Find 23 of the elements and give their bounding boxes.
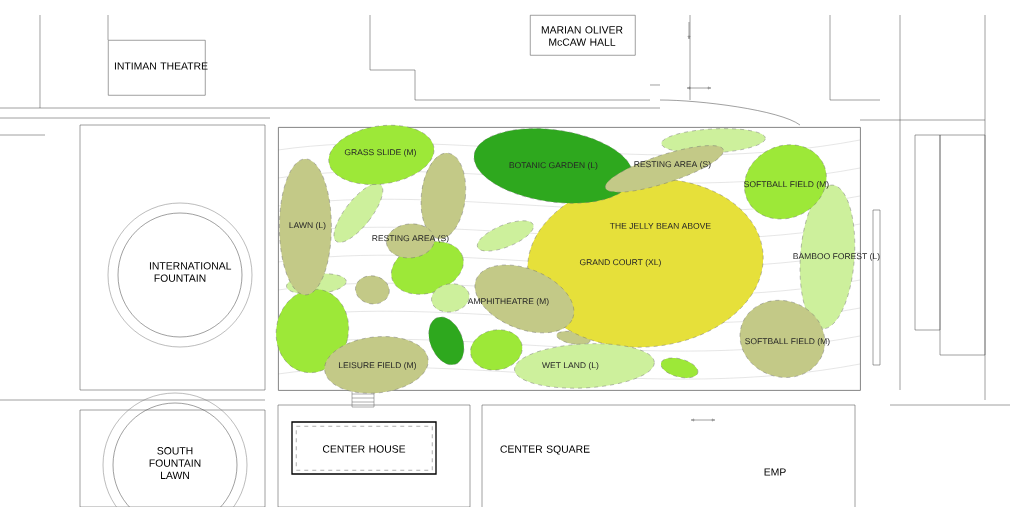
planting-area [355, 275, 390, 305]
area-label: BAMBOO FOREST (L) [793, 252, 880, 261]
area-label: RESTING AREA (S) [634, 160, 711, 169]
building-label: SOUTH FOUNTAIN LAWN [149, 447, 201, 479]
building-label: MARIAN OLIVER McCAW HALL [541, 26, 623, 46]
planting-area [470, 329, 523, 371]
planting-area [660, 357, 699, 379]
planting-area [431, 283, 470, 313]
building-label: INTIMAN THEATRE [114, 62, 208, 70]
building-label: EMP [764, 468, 786, 476]
area-label: THE JELLY BEAN ABOVE [609, 222, 711, 229]
area-label: GRASS SLIDE (M) [344, 148, 416, 157]
area-label: LEISURE FIELD (M) [339, 361, 416, 370]
area-label: GRAND COURT (XL) [579, 258, 661, 267]
planting-area [477, 220, 534, 252]
area-label: WET LAND (L) [542, 361, 599, 370]
planting-area [428, 316, 465, 366]
area-label: BOTANIC GARDEN (L) [509, 161, 598, 170]
building-label: INTERNATIONAL FOUNTAIN [149, 262, 232, 282]
building-label: CENTER SQUARE [500, 445, 590, 455]
building-label: CENTER HOUSE [322, 445, 406, 453]
area-label: LAWN (L) [289, 221, 326, 230]
area-label: SOFTBALL FIELD (M) [744, 180, 829, 189]
